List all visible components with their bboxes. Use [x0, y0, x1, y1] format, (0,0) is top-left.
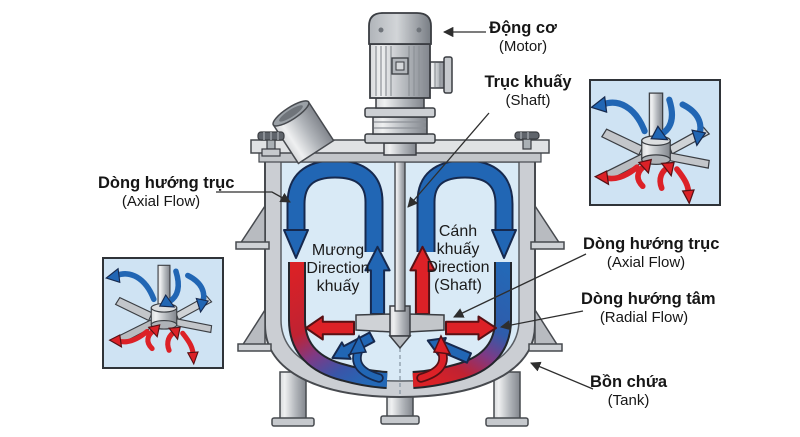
- rim-bolt-right: [514, 131, 540, 150]
- tank-leader: [530, 361, 594, 390]
- axial-left-leader: [216, 191, 291, 203]
- motor-label-vi: Động cơ: [489, 19, 557, 37]
- agitator-shaft: [394, 142, 406, 312]
- axial-flow-arches: [283, 159, 517, 259]
- axial-flow-left-label: Dòng hướng trục (Axial Flow): [98, 174, 235, 211]
- inset-impeller-top-right: [589, 79, 721, 206]
- flow-arrows: [304, 245, 498, 383]
- tank-label: Bồn chứa (Tank): [576, 373, 681, 410]
- motor-label: Động cơ (Motor): [468, 19, 578, 56]
- inset-impeller-bottom-left: [102, 257, 224, 369]
- axial-right-leader: [453, 253, 587, 318]
- axial-flow-right-label-vi: Dòng hướng trục: [583, 235, 720, 253]
- inner-label-left: Mương Direction khuấy: [293, 242, 383, 296]
- inner-label-right-l2: khuấy: [436, 241, 480, 258]
- motor-cap: [368, 12, 432, 45]
- shaft-label-vi: Trục khuấy: [484, 73, 572, 91]
- radial-flow-label-vi: Dòng hướng tâm: [581, 290, 716, 308]
- shaft-leader: [407, 112, 490, 208]
- radial-flow-label-en: (Radial Flow): [599, 309, 689, 327]
- inner-label-right-l1: Cánh: [438, 223, 478, 240]
- shaft-label-en: (Shaft): [505, 92, 551, 110]
- impeller-hub-cone: [388, 335, 412, 350]
- axial-flow-right-label-en: (Axial Flow): [606, 254, 686, 272]
- inner-label-right-l4: (Shaft): [433, 277, 482, 294]
- axial-flow-left-label-vi: Dòng hướng trục: [98, 174, 235, 192]
- inner-label-left-l1: Mương: [311, 242, 365, 259]
- tank-label-en: (Tank): [607, 392, 650, 410]
- radial-flow-label: Dòng hướng tâm (Radial Flow): [581, 290, 716, 327]
- motor-assembly: [364, 12, 453, 156]
- inner-label-left-l2: Direction: [306, 260, 370, 277]
- inner-label-right-l3: Direction: [426, 259, 490, 276]
- axial-flow-right-label: Dòng hướng trục (Axial Flow): [583, 235, 720, 272]
- impeller: [355, 305, 445, 350]
- axial-flow-left-label-en: (Axial Flow): [121, 193, 201, 211]
- inner-label-left-l3: khuấy: [316, 278, 360, 295]
- motor-label-en: (Motor): [498, 38, 548, 56]
- radial-leader: [499, 310, 584, 331]
- shaft-label: Trục khuấy (Shaft): [473, 73, 583, 110]
- leader-lines: [216, 26, 594, 390]
- rim-valve-left: [257, 131, 285, 157]
- tank-label-vi: Bồn chứa: [589, 373, 668, 391]
- inlet-nozzle: [272, 100, 335, 165]
- tank-brackets: [235, 203, 565, 352]
- inner-label-right: Cánh khuấy Direction (Shaft): [413, 223, 503, 295]
